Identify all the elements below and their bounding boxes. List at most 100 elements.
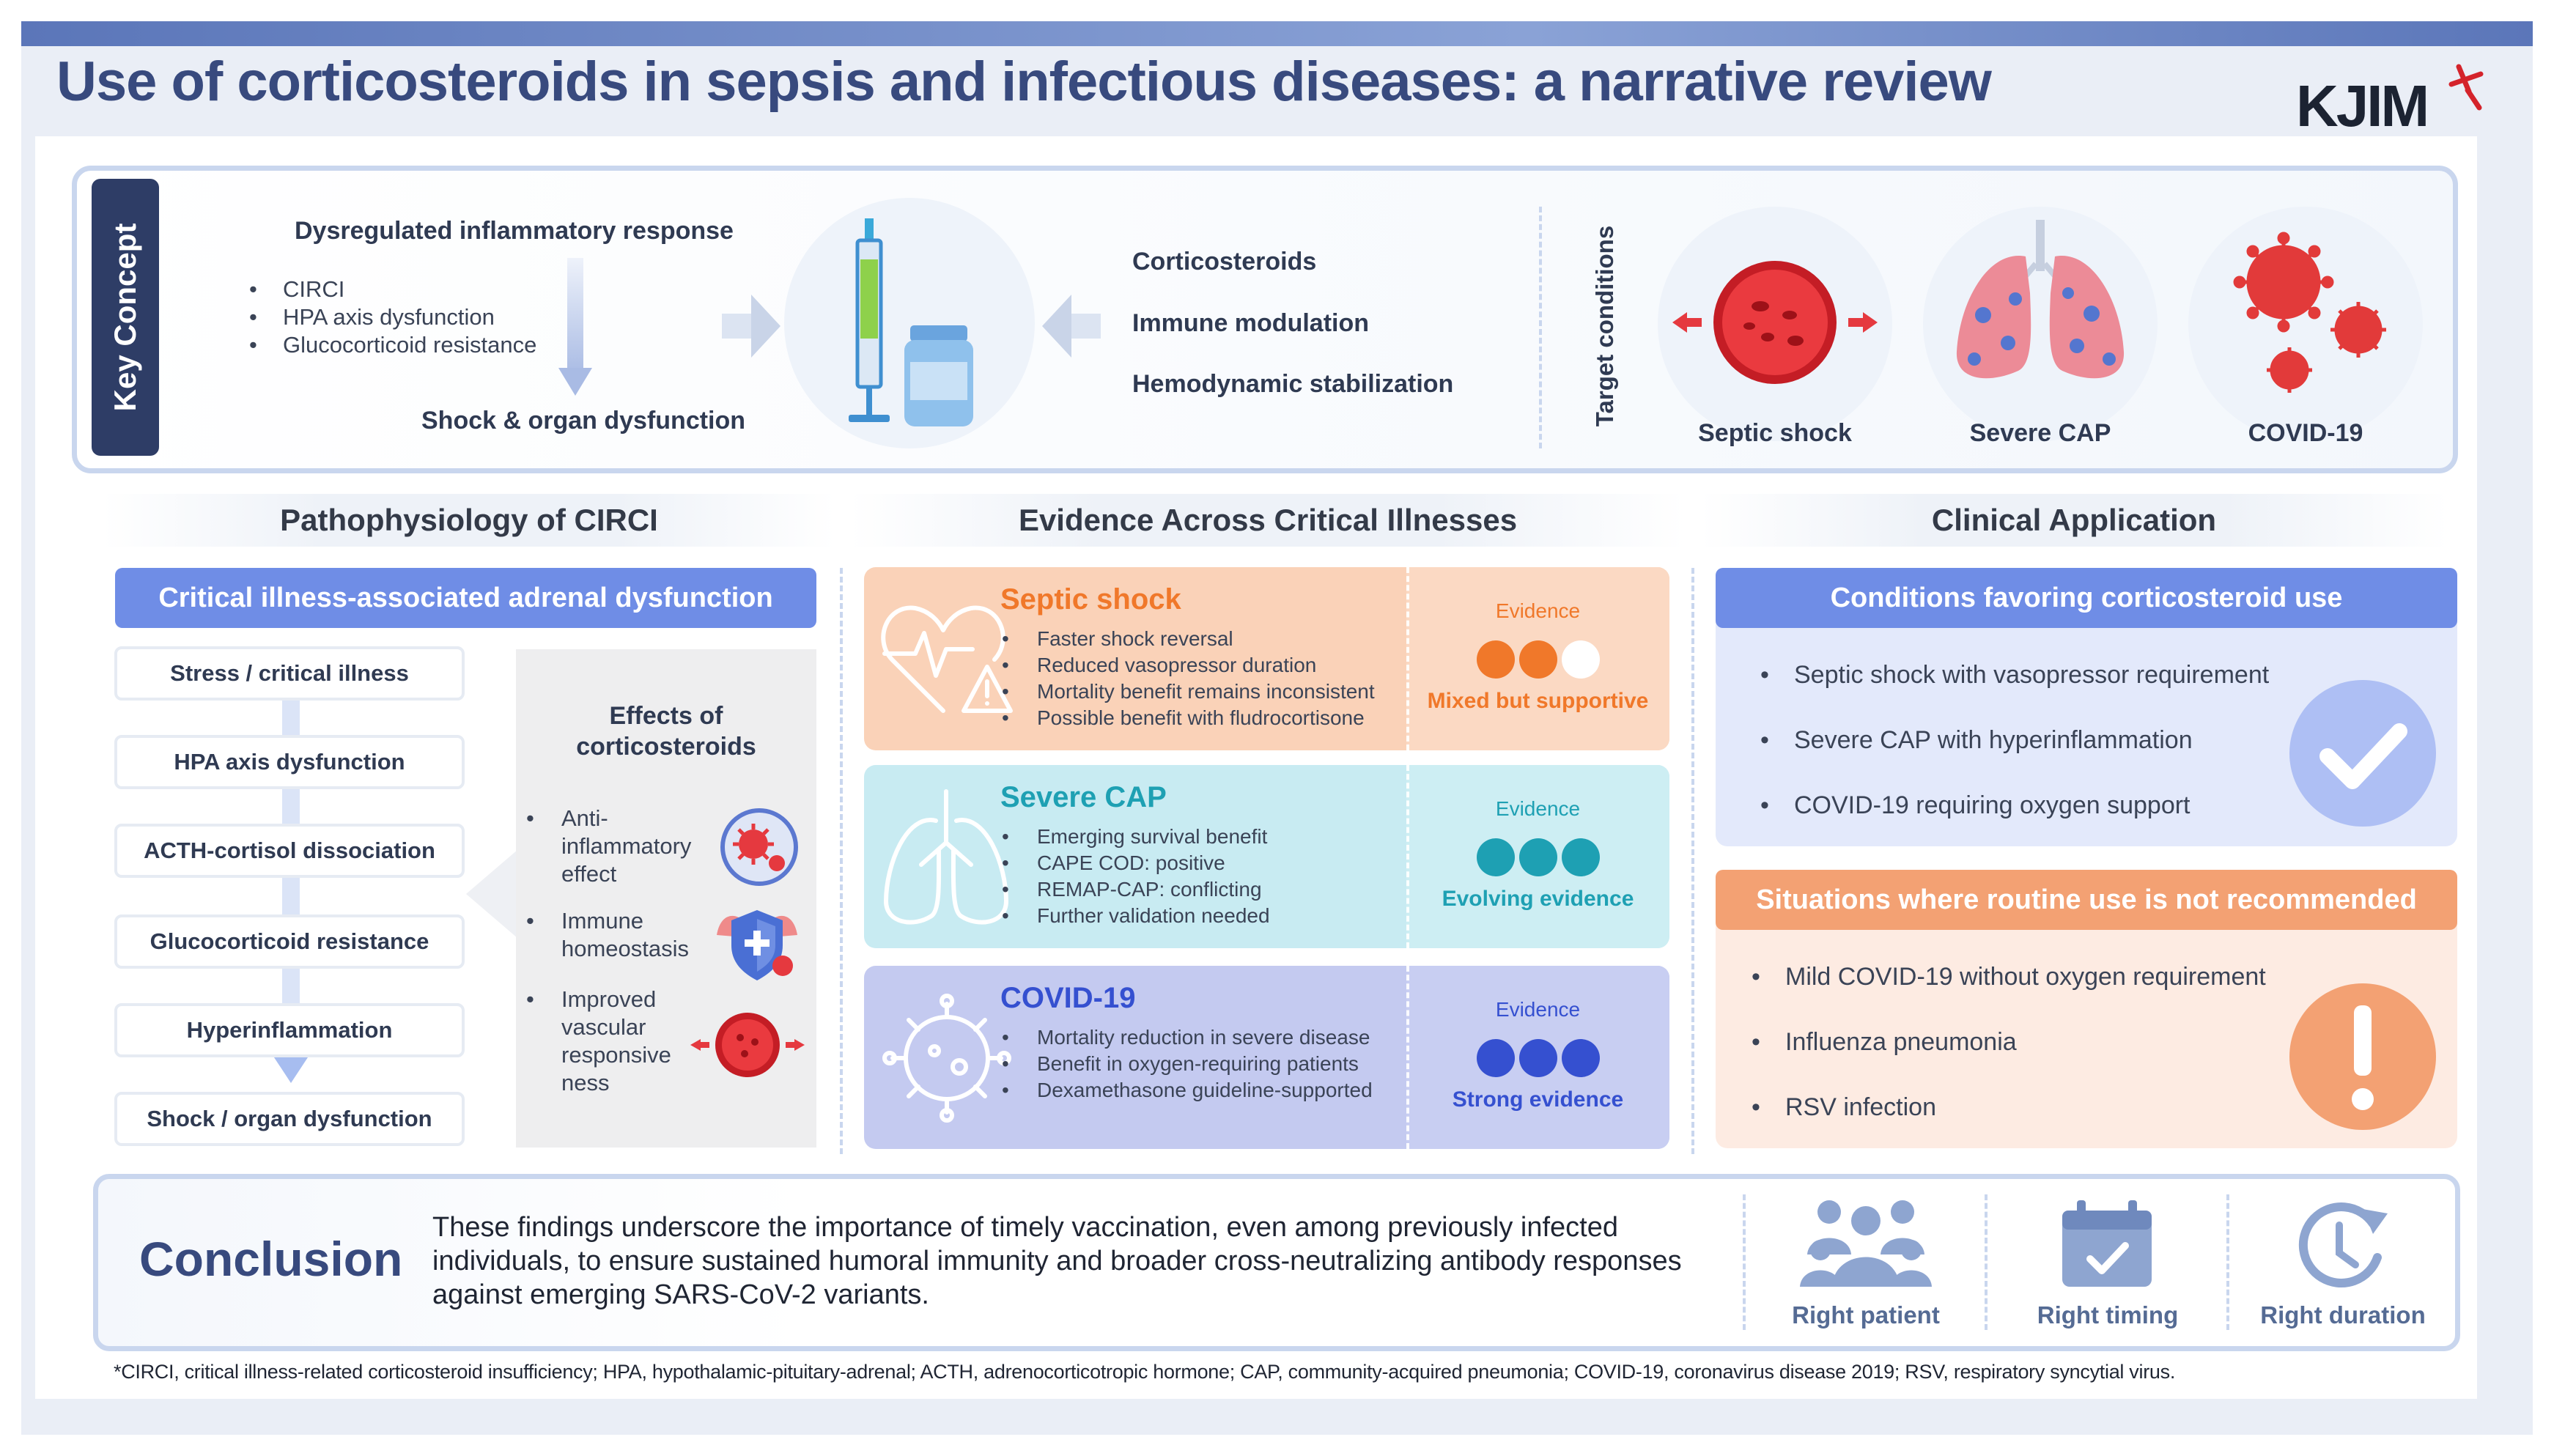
virus-icon [2233,232,2386,393]
modulation-hemodynamic: Hemodynamic stabilization [1132,370,1454,398]
favor-list: Septic shock with vasopressor requiremen… [1753,661,2269,857]
right-duration-label: Right duration [2260,1301,2426,1328]
effects-title-line: Effects of [609,702,723,730]
evidence-dot-filled [1518,838,1557,876]
list-item: REMAP-CAP: conflicting [1002,876,1270,903]
divider [840,568,843,1154]
list-item: Possible benefit with fludrocortisone [1002,705,1375,731]
pathophysiology-heading: Pathophysiology of CIRCI [103,494,835,547]
logo-text: KJIM [2296,73,2429,138]
evidence-label: Evidence [1495,599,1581,622]
list-item: Glucocorticoid resistance [249,331,536,359]
list-item: COVID-19 requiring oxygen support [1753,791,2269,820]
evidence-dot-filled [1476,838,1515,876]
condition-septic-shock: Septic shock [1698,419,1852,447]
key-concept-label: Key Concept [108,223,142,412]
checkmark-icon [2289,680,2436,827]
list-item: CIRCI [249,276,536,303]
evidence-card: COVID-19Mortality reduction in severe di… [864,966,1669,1149]
blood-cell-icon [690,1013,805,1077]
list-item: Emerging survival benefit [1002,824,1270,850]
list-item: RSV infection [1744,1093,2266,1122]
lungs-outline-icon [884,789,1008,925]
evidence-card-title: Severe CAP [1000,781,1167,813]
effect-line: homeostasis [561,936,690,961]
evidence-dot-filled [1518,1039,1557,1077]
evidence-dot-filled [1561,838,1600,876]
evidence-dot-filled [1518,640,1557,679]
effect-line: Immune [561,908,643,934]
effect-line: effect [561,861,617,887]
step-acth: ACTH-cortisol dissociation [114,824,465,878]
evidence-heading: Evidence Across Critical Illnesses [850,494,1686,547]
effects-title-line: corticosteroids [576,733,756,761]
condition-severe-cap: Severe CAP [1969,419,2111,447]
step-glucocorticoid: Glucocorticoid resistance [114,914,465,969]
right-arrow-icon [722,295,780,358]
list-item: Septic shock with vasopressor requiremen… [1753,661,2269,690]
step-stress: Stress / critical illness [114,646,465,701]
adrenal-dysfunction-band: Critical illness-associated adrenal dysf… [115,568,816,628]
effect-line: inflammatory [561,833,692,859]
kjim-logo: KJIM [2296,62,2487,150]
evidence-verdict: Strong evidence [1452,1087,1624,1112]
evidence-verdict: Mixed but supportive [1427,689,1649,713]
evidence-label: Evidence [1495,998,1581,1021]
target-conditions-label: Target conditions [1591,225,1618,427]
patients-icon [1800,1200,1932,1287]
list-item: CAPE COD: positive [1002,850,1270,876]
effect-line: Improved [561,986,657,1012]
list-item: Faster shock reversal [1002,626,1375,652]
conclusion-text: These findings underscore the importance… [432,1212,1682,1310]
divider [1691,568,1694,1154]
right-timing-label: Right timing [2037,1301,2179,1328]
lungs-icon [1956,220,2125,379]
evidence-card: Septic shockFaster shock reversalReduced… [864,567,1669,750]
inflammatory-response-heading: Dysregulated inflammatory response [295,217,734,245]
list-item: Reduced vasopressor duration [1002,652,1375,679]
divider [1539,207,1542,448]
evidence-verdict: Evolving evidence [1442,887,1634,911]
exclamation-icon [2289,983,2436,1130]
down-arrow-icon [273,1055,309,1083]
clock-icon [2298,1202,2388,1288]
key-concept-list: CIRCI HPA axis dysfunction Glucocorticoi… [249,276,536,359]
list-item: Benefit in oxygen-requiring patients [1002,1051,1373,1077]
divider [1406,966,1409,1149]
list-item: HPA axis dysfunction [249,303,536,331]
evidence-card-title: COVID-19 [1000,982,1136,1014]
evidence-dot-filled [1476,1039,1515,1077]
left-arrow-icon [1042,295,1101,358]
list-item: Mortality benefit remains inconsistent [1002,679,1375,705]
effect-line: vascular [561,1014,646,1040]
evidence-label: Evidence [1495,797,1581,820]
list-item: Further validation needed [1002,903,1270,929]
modulation-immune: Immune modulation [1132,309,1369,337]
list-item: Severe CAP with hyperinflammation [1753,726,2269,755]
evidence-dot-empty [1561,640,1600,679]
effect-line: ness [561,1070,610,1095]
covid-circle [2188,207,2423,441]
virus-shield-icon [720,808,798,886]
modulation-corticosteroids: Corticosteroids [1132,248,1317,276]
calendar-icon [2062,1200,2152,1287]
step-hyperinflammation: Hyperinflammation [114,1003,465,1057]
heart-warning-icon [881,605,1013,713]
list-item: Dexamethasone guideline-supported [1002,1077,1373,1104]
evidence-dot-filled [1561,1039,1600,1077]
shield-icon [717,910,797,980]
footnote: *CIRCI, critical illness-related cortico… [114,1361,2176,1383]
evidence-card-title: Septic shock [1000,583,1181,616]
effect-line: responsive [561,1042,671,1068]
list-item: Mild COVID-19 without oxygen requirement [1744,963,2266,991]
down-arrow-icon [558,258,592,396]
divider [1406,765,1409,948]
page-title: Use of corticosteroids in sepsis and inf… [56,51,1992,113]
avoid-list: Mild COVID-19 without oxygen requirement… [1744,963,2266,1158]
list-item: Mortality reduction in severe disease [1002,1024,1373,1051]
evidence-card: Severe CAP Emerging survival benefitCAPE … [864,765,1669,948]
left-arrow-icon [466,850,517,938]
key-concept-tab: Key Concept [92,179,159,456]
evidence-card-list: Faster shock reversalReduced vasopressor… [1002,626,1375,731]
divider [1743,1194,1746,1330]
